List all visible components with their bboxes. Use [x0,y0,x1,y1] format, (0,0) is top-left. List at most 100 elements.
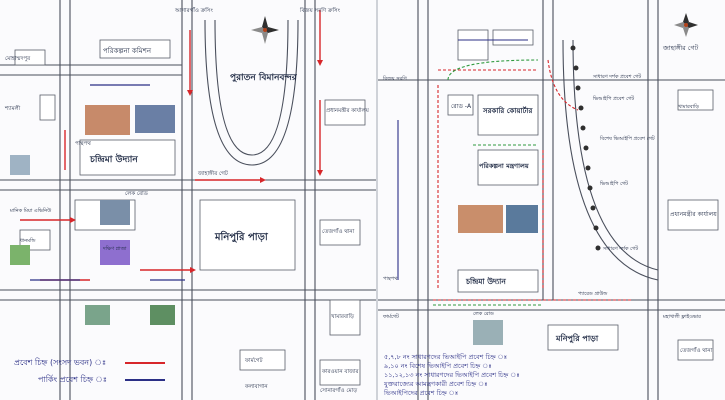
govt-quarter-label: সরকারি কোয়ার্টার [482,105,533,115]
legend-parking-label: পার্কিং প্রবেশ চিহ্ন ঃ [38,375,108,384]
tejgaon-thana-label: তেজগাঁও থানা [322,227,355,235]
parking-dot-icon [573,65,579,71]
bijoy-sarani-label: বিজয় সরণি [382,76,408,82]
jahangir-gate-label: জাহাঙ্গীর গেট [197,169,229,177]
entry-arrow-icon [317,170,323,176]
lake-road-label: লেক রোড [473,311,494,317]
bijoy-sarani-label: বিজয় সরণি ক্রসিং [299,7,341,14]
road-a-label: রোড -A [451,103,472,110]
mohakhali-label: মহাখালী ফ্লাইওভার [662,313,701,320]
building-photo [135,105,175,133]
khamarbari-label: খামারবাড়ি [331,313,355,320]
parking-dot-icon [583,145,589,151]
entry-arrow-icon [260,177,266,183]
legend-line-1: ৫,৭,৮ নং সাধারণদের ভিআইপি প্রবেশ চিহ্ন ঃ [384,353,508,361]
planning-commission-block [99,39,171,59]
chandrima-udyan-block [79,139,176,176]
general-gate-label: সাধারণ দর্শক প্রবেশ গেট [592,73,641,80]
thumbnail-photo [85,305,110,325]
old-airport-outline-inner [214,19,289,156]
chandrima-udyan-label: চন্দ্রিমা উদ্যান [89,152,138,165]
shyamoli-label: শ্যামলী [4,104,21,112]
parking-arrow-icon [125,379,165,381]
panthapath-label: পান্থপথ [383,276,398,282]
parade-ground-label: প্যারেড গ্রাউন্ড [578,290,608,297]
legend-line-4: যুক্তরাজ্যের আমন্ত্রণকারী প্রবেশ চিহ্ন ঃ [384,380,488,388]
kalabagan-label: কলাবাগান [244,384,268,390]
parking-dot-icon [595,245,601,251]
thumbnail-photo [10,155,30,175]
thumbnail-photo [10,245,30,265]
block [14,49,46,66]
old-airport-label: পুরাতন বিমানবন্দর [230,71,298,84]
south-plaza-label: দক্ষিণ প্লাজা [102,246,127,252]
monipuri-para-label: মনিপুরি পাড়া [214,230,269,244]
jahangir-gate-label: জাহাঙ্গীর গেট [662,43,699,52]
monipuri-para-block [199,199,296,271]
outline [562,39,659,281]
khamarbari-label: খামারবাড়ি [678,104,699,110]
entry-arrow-icon [190,267,196,273]
manik-mia-label: মানিক মিয়া এভিনিউ [9,207,51,214]
block [677,89,714,111]
parliament-photo [85,105,130,135]
farmgate-label: ফার্মগেট [382,313,399,320]
lake-road-label: লেক রোড [125,191,149,197]
pm-office-block [667,199,719,231]
planning-commission-label: পরিকল্পনা কমিশন [103,47,152,55]
chandrima-udyan-label: চন্দ্রিমা উদ্যান [465,275,507,286]
legend-line-5: ভিআইপিদের প্রবেশ চিহ্ন ঃ [384,389,459,397]
khamarbari-block [329,299,361,336]
govt-quarter-block [477,94,539,136]
entry-arrow-icon [187,90,193,96]
panthopath-label: পান্থপথ [75,141,91,147]
general-gate-2-label: সাধারণ দর্শক গেট [602,245,638,252]
pm-office-label: প্রধানমন্ত্রীর কার্যালয় [326,106,370,114]
compass-rose-icon [674,13,698,37]
tejgaon-thana-block [319,219,361,246]
compass-rose-icon [251,16,279,44]
pm-office-label: প্রধানমন্ত্রীর কার্যালয় [670,210,717,218]
pm-office-block [324,99,366,126]
karwan-bazar-block [319,359,361,386]
right-map-panel: সরকারি কোয়ার্টার পরিকল্পনা মন্ত্রণালয় … [378,0,725,400]
parking-dot-icon [578,105,584,111]
thumbnail-photo [473,320,503,345]
sonargaon-label: সোনারগাঁও মোড় [320,386,358,394]
planning-ministry-block [477,149,539,186]
sangsad-building-photo [100,200,130,225]
parking-dot-icon [580,125,586,131]
entry-arrow-icon [70,217,76,223]
chandrima-udyan-block [457,269,539,293]
block [39,94,56,121]
mohammadpur-label: মোহাম্মদপুর [5,56,31,62]
right-map-canvas: সরকারি কোয়ার্টার পরিকল্পনা মন্ত্রণালয় … [378,0,725,400]
left-map-panel: পরিকল্পনা কমিশন পুরাতন বিমানবন্দর চন্দ্র… [0,0,376,400]
legend-line-3: ১১,১২,১৩ নং সাধারণদের ভিআইপি প্রবেশ চিহ্… [384,371,520,379]
parking-dot-icon [585,165,591,171]
road-a-block [447,94,474,116]
thumbnail-photo [150,305,175,325]
vip-gate-label: ভিআইপি প্রবেশ গেট [592,95,634,102]
karwan-bazar-label: কারওয়ান বাজার [321,369,360,375]
block [457,29,489,61]
parking-dot-icon [593,225,599,231]
farmgate-label: ফার্মগেট [244,356,263,364]
parking-dot-icon [570,45,576,51]
parking-dot-icon [575,85,581,91]
entry-arrow-icon [317,60,323,66]
monipuri-para-label: মনিপুরি পাড়া [555,333,599,344]
outline-inner [572,39,659,271]
vip-gate-2-label: ভিআইপি গেট [599,180,628,187]
panel-divider [376,0,378,400]
planning-ministry-label: পরিকল্পনা মন্ত্রণালয় [479,161,530,170]
legend-entry-label: প্রবেশ চিহ্ন (সংসদ ভবন) ঃ [14,358,107,367]
entry-arrow-icon [547,59,579,111]
old-airport-outline [204,19,299,166]
building-photo [506,205,538,233]
entry-arrow-icon [125,362,165,364]
monipuri-para-block [547,324,619,351]
parking-dot-icon [587,185,593,191]
parking-dot-icon [590,205,596,211]
